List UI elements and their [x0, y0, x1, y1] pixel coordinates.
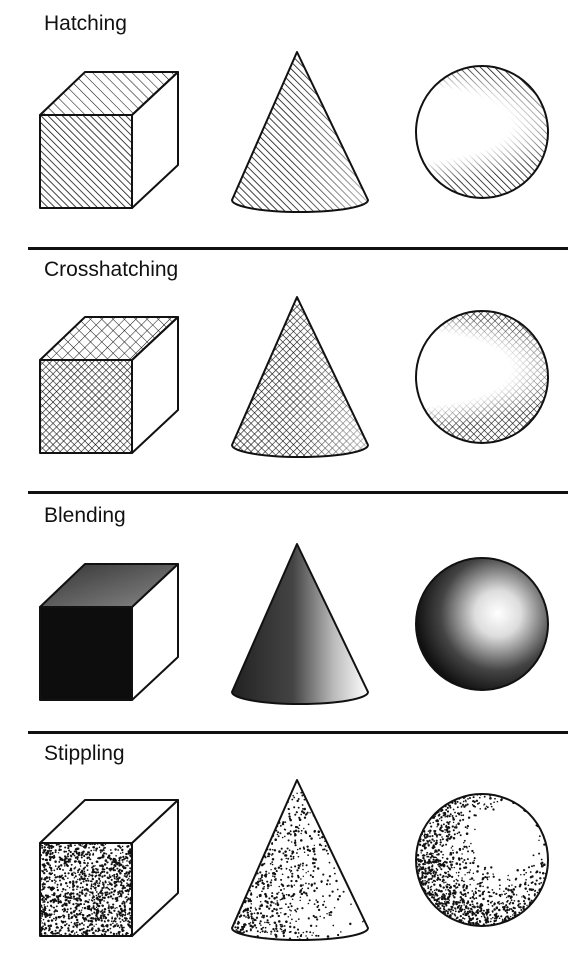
blending-shapes-row	[39, 543, 549, 705]
crosshatching-shapes-row	[39, 296, 549, 458]
stippling-shapes-row	[39, 779, 549, 941]
sphere-shape	[415, 557, 549, 691]
cone-shape	[231, 296, 369, 458]
section-title-blending: Blending	[44, 504, 126, 527]
cone-shape	[231, 51, 369, 213]
section-title-hatching: Hatching	[44, 12, 127, 35]
hatching-shapes-row	[39, 51, 549, 213]
cube-shape	[39, 799, 179, 937]
section-divider	[28, 247, 568, 250]
sphere-shape	[415, 793, 549, 927]
cube-shape	[39, 563, 179, 701]
section-title-stippling: Stippling	[44, 742, 125, 765]
cube-shape	[39, 316, 179, 454]
section-divider	[28, 491, 568, 494]
section-divider	[28, 731, 568, 734]
cube-shape	[39, 71, 179, 209]
cone-shape	[231, 779, 369, 941]
sphere-shape	[415, 310, 549, 444]
cone-shape	[231, 543, 369, 705]
stipple-dots	[40, 843, 132, 936]
sphere-shape	[415, 65, 549, 199]
section-title-crosshatching: Crosshatching	[44, 258, 179, 281]
